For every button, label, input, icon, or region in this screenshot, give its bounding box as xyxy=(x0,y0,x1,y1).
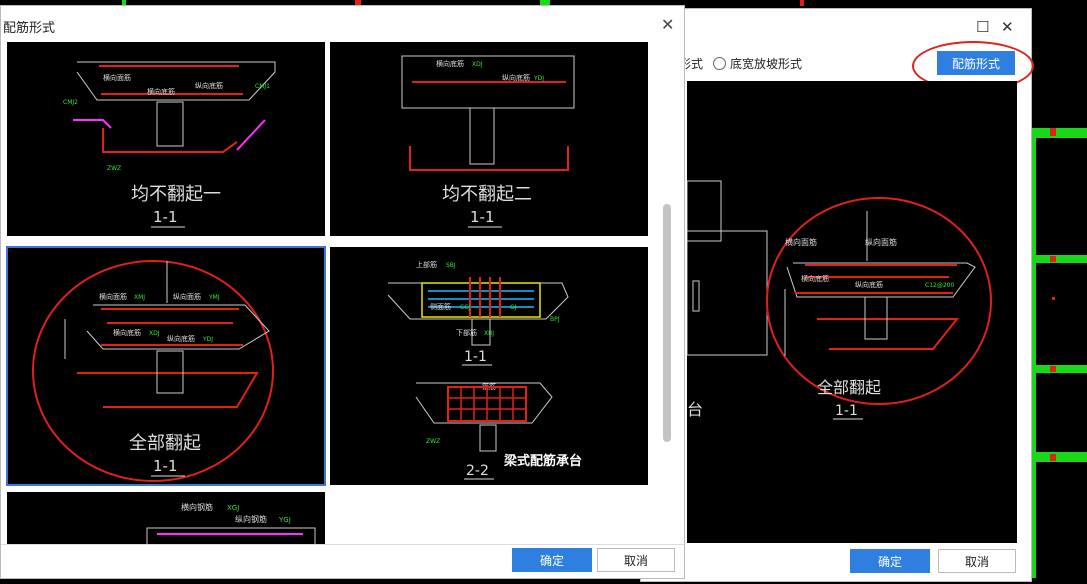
peijin-form-dialog: 配筋形式 ✕ 横向面筋 横向底筋 纵向底筋 CMJ2 CMJ1 ZWZ 均不翻起… xyxy=(0,5,685,579)
preview-left-char: 台 xyxy=(687,400,703,419)
option-2-code-1: XDJ xyxy=(472,61,483,68)
option-3-code-4: YDJ xyxy=(202,336,213,343)
option-3-code-3: XDJ xyxy=(149,330,160,337)
option-card[interactable]: 横向面筋 横向底筋 纵向底筋 CMJ2 CMJ1 ZWZ 均不翻起一 1-1 xyxy=(7,42,325,236)
radio-row: 形式 底宽放坡形式 xyxy=(679,55,802,72)
cancel-button[interactable]: 取消 xyxy=(597,548,675,572)
option-card[interactable]: 横向钢筋 纵向钢筋 XGJ YGJ xyxy=(7,492,325,545)
option-card-selected[interactable]: 横向面筋 纵向面筋 横向底筋 纵向底筋 XMJ YMJ XDJ YDJ 全部翻起… xyxy=(6,246,326,486)
option-drawing: 横向钢筋 纵向钢筋 XGJ YGJ xyxy=(146,502,316,545)
option-3-code-1: XMJ xyxy=(134,294,145,301)
option-4-label-4: 下部筋 xyxy=(456,328,477,337)
radio-label-left: 形式 xyxy=(679,57,704,71)
close-icon[interactable]: ✕ xyxy=(661,15,675,34)
option-1-title: 均不翻起一 xyxy=(131,184,221,205)
background-dialog: ☐ ✕ 形式 底宽放坡形式 配筋形式 台 横向面筋 纵向面筋 横向底筋 纵向底筋 xyxy=(640,8,1034,582)
background-dialog-titlebar: ☐ ✕ xyxy=(641,9,1031,45)
option-1-label-2: 横向底筋 xyxy=(147,87,175,96)
radio-label-slope: 底宽放坡形式 xyxy=(730,57,803,71)
option-card[interactable]: 横向底筋 纵向底筋 XDJ YDJ 均不翻起二 1-1 xyxy=(330,42,648,236)
option-1-code-1: CMJ2 xyxy=(63,99,78,106)
option-grid: 横向面筋 横向底筋 纵向底筋 CMJ2 CMJ1 ZWZ 均不翻起一 1-1 横… xyxy=(1,42,654,545)
option-4-code-4: XBJ xyxy=(484,330,494,337)
option-4-title: 梁式配筋承台 xyxy=(503,453,582,469)
option-4-code-2: CCJ xyxy=(460,304,470,311)
option-1-code-3: ZWZ xyxy=(107,165,121,172)
option-drawing: 横向底筋 纵向底筋 XDJ YDJ 均不翻起二 1-1 xyxy=(401,55,575,228)
option-4-section-1: 1-1 xyxy=(464,349,487,365)
preview-label-a: 横向面筋 xyxy=(785,237,817,247)
preview-label-c: 横向底筋 xyxy=(801,274,829,283)
option-drawing: 上部筋 侧面筋 箍筋 下部筋 SBJ CCJ GJ XBJ BPJ ZWZ 1-… xyxy=(387,260,582,480)
close-icon[interactable]: ✕ xyxy=(1001,18,1014,36)
bg-cancel-button[interactable]: 取消 xyxy=(938,549,1016,573)
option-4-section-2: 2-2 xyxy=(466,463,489,479)
footer-divider xyxy=(1,544,684,545)
option-1-label-1: 横向面筋 xyxy=(103,73,131,82)
preview-label-e: C12@200 xyxy=(925,282,954,289)
option-3-title: 全部翻起 xyxy=(129,433,201,454)
option-2-label-1: 横向底筋 xyxy=(436,59,464,68)
option-5-code-2: YGJ xyxy=(278,516,291,524)
option-4-code-6: ZWZ xyxy=(426,438,440,445)
option-4-code-1: SBJ xyxy=(446,262,456,269)
dialog-title: 配筋形式 xyxy=(3,21,56,36)
ok-button[interactable]: 确定 xyxy=(512,548,592,572)
radio-slope[interactable] xyxy=(713,57,727,70)
option-3-label-1: 横向面筋 xyxy=(99,292,127,301)
option-3-section: 1-1 xyxy=(153,457,178,475)
option-4-label-1: 上部筋 xyxy=(416,260,437,269)
preview-title: 全部翻起 xyxy=(817,378,881,397)
option-2-label-2: 纵向底筋 xyxy=(502,73,530,82)
option-2-section: 1-1 xyxy=(470,208,495,226)
option-3-code-2: YMJ xyxy=(208,294,220,301)
option-2-code-2: YDJ xyxy=(533,75,544,82)
option-card[interactable]: 上部筋 侧面筋 箍筋 下部筋 SBJ CCJ GJ XBJ BPJ ZWZ 1-… xyxy=(330,247,648,485)
option-1-code-2: CMJ1 xyxy=(255,83,270,90)
option-3-label-4: 纵向底筋 xyxy=(167,334,195,343)
preview-drawing: 台 横向面筋 纵向面筋 横向底筋 纵向底筋 C12@200 全部翻起 1-1 xyxy=(687,180,992,420)
option-1-label-3: 纵向底筋 xyxy=(195,81,223,90)
preview-panel: 台 横向面筋 纵向面筋 横向底筋 纵向底筋 C12@200 全部翻起 1-1 xyxy=(687,81,1017,543)
option-3-label-2: 纵向面筋 xyxy=(173,292,201,301)
option-4-code-3: GJ xyxy=(510,304,517,311)
preview-label-b: 纵向面筋 xyxy=(865,237,897,247)
option-3-label-3: 横向底筋 xyxy=(113,328,141,337)
option-4-label-2: 侧面筋 xyxy=(430,302,451,311)
option-2-title: 均不翻起二 xyxy=(442,184,532,205)
vertical-scrollbar[interactable] xyxy=(663,204,671,442)
bg-ok-button[interactable]: 确定 xyxy=(850,549,930,573)
maximize-icon[interactable]: ☐ xyxy=(976,18,990,36)
option-drawing: 横向面筋 纵向面筋 横向底筋 纵向底筋 XMJ YMJ XDJ YDJ 全部翻起… xyxy=(32,260,274,482)
preview-section: 1-1 xyxy=(835,403,858,419)
preview-label-d: 纵向底筋 xyxy=(855,280,883,289)
option-drawing: 横向面筋 横向底筋 纵向底筋 CMJ2 CMJ1 ZWZ 均不翻起一 1-1 xyxy=(63,61,276,228)
option-1-section: 1-1 xyxy=(153,208,178,226)
option-5-code-1: XGJ xyxy=(227,504,239,512)
option-5-label-2: 纵向钢筋 xyxy=(235,514,267,524)
option-5-label-1: 横向钢筋 xyxy=(181,502,213,512)
option-4-code-5: BPJ xyxy=(550,316,560,323)
